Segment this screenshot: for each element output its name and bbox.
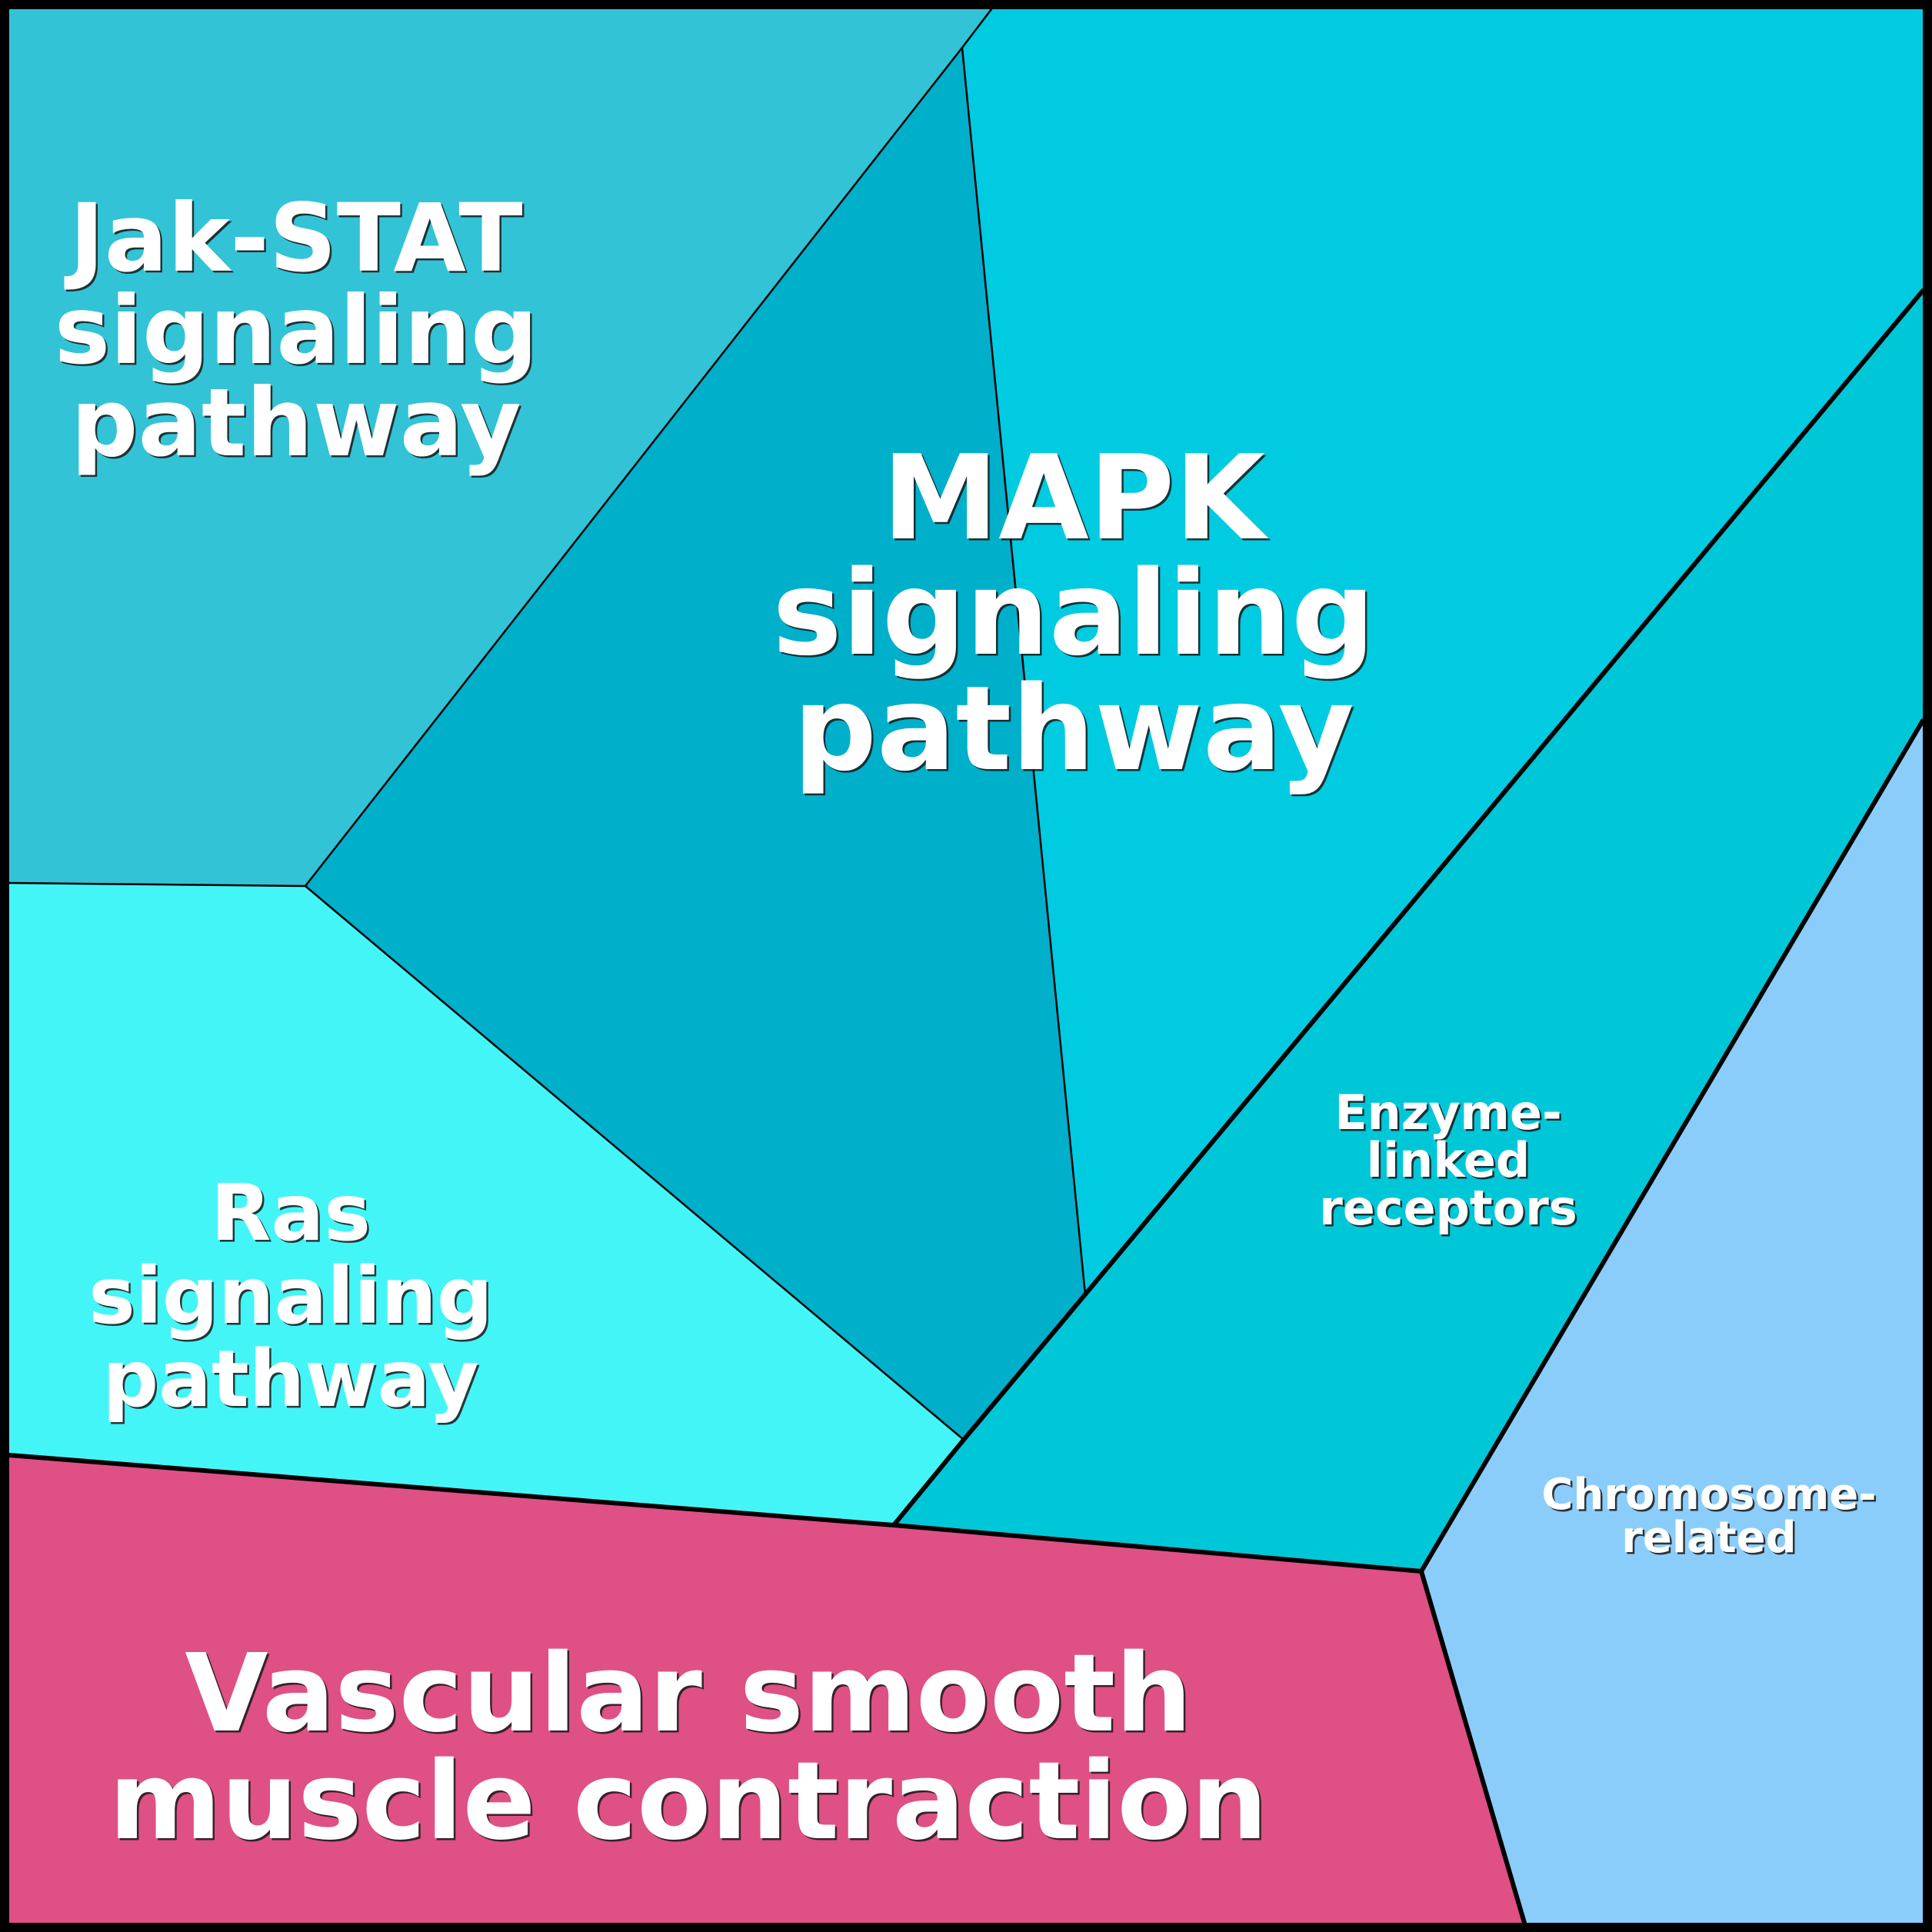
- label-jak-stat: Jak-STATJak-STATsignalingsignalingpathwa…: [55, 184, 540, 480]
- label-shadow: Enzyme-: [1337, 1087, 1564, 1143]
- label-shadow: muscle contraction: [111, 1741, 1270, 1867]
- label-line: Chromosome-: [1541, 1470, 1876, 1520]
- label-line: Ras: [211, 1168, 371, 1259]
- label-shadow: signaling: [56, 278, 540, 388]
- label-shadow: related: [1624, 1515, 1798, 1565]
- label-line: muscle contraction: [109, 1739, 1268, 1864]
- cell-chromosome-related: [1421, 721, 1923, 1923]
- label-line: related: [1621, 1513, 1796, 1563]
- inner-boundary-line: [304, 884, 965, 1441]
- label-line: linked: [1367, 1132, 1531, 1188]
- label-shadow: Jak-STAT: [66, 186, 525, 295]
- label-shadow: Ras: [212, 1170, 372, 1261]
- label-shadow: signaling: [91, 1253, 495, 1344]
- label-line: pathway: [102, 1334, 479, 1425]
- label-line: receptors: [1319, 1180, 1577, 1236]
- cell-mapk-dark: [305, 48, 1085, 1440]
- cell-vascular-smooth-muscle-contraction: [9, 1455, 1524, 1923]
- inner-boundary-line: [961, 8, 993, 49]
- cell-jak-stat: [9, 9, 991, 886]
- label-line: pathway: [71, 368, 521, 478]
- group-boundary-line: [891, 1523, 1424, 1574]
- label-line: Enzyme-: [1334, 1084, 1561, 1141]
- cell-ras: [9, 883, 964, 1525]
- label-shadow: signaling: [774, 548, 1377, 684]
- label-shadow: Chromosome-: [1544, 1472, 1878, 1522]
- label-line: MAPK: [882, 430, 1269, 566]
- group-boundary-line: [891, 1437, 966, 1527]
- group-boundary-line: [1419, 1569, 1527, 1925]
- cell-enzyme-linked-receptors: [894, 291, 1923, 1571]
- group-boundary-line: [7, 1453, 896, 1527]
- group-boundary-line: [1083, 288, 1925, 1297]
- label-shadow: pathway: [795, 663, 1357, 799]
- boundaries-layer: [7, 8, 1925, 1925]
- group-boundary-line: [1419, 718, 1925, 1574]
- cells-layer: [9, 9, 1923, 1923]
- label-shadow: linked: [1368, 1134, 1532, 1191]
- inner-boundary-line: [304, 46, 964, 888]
- label-shadow: pathway: [105, 1336, 481, 1427]
- inner-boundary-line: [961, 46, 1087, 1296]
- label-line: Vascular smooth: [185, 1631, 1192, 1757]
- label-line: pathway: [793, 661, 1354, 797]
- label-line: signaling: [55, 276, 538, 385]
- label-line: signaling: [772, 545, 1374, 681]
- inner-boundary-line: [8, 881, 307, 888]
- label-shadow: pathway: [73, 371, 524, 480]
- label-enzyme-linked-receptors: Enzyme-Enzyme-linkedlinkedreceptorsrecep…: [1319, 1084, 1579, 1238]
- label-shadow: receptors: [1321, 1182, 1580, 1238]
- label-line: signaling: [88, 1251, 493, 1342]
- labels-layer: Jak-STATJak-STATsignalingsignalingpathwa…: [55, 184, 1879, 1867]
- cell-mapk: [962, 9, 1923, 1294]
- label-shadow: Vascular smooth: [187, 1634, 1194, 1759]
- group-boundary-line: [961, 1292, 1088, 1442]
- label-line: Jak-STAT: [64, 184, 522, 293]
- label-shadow: MAPK: [884, 432, 1271, 568]
